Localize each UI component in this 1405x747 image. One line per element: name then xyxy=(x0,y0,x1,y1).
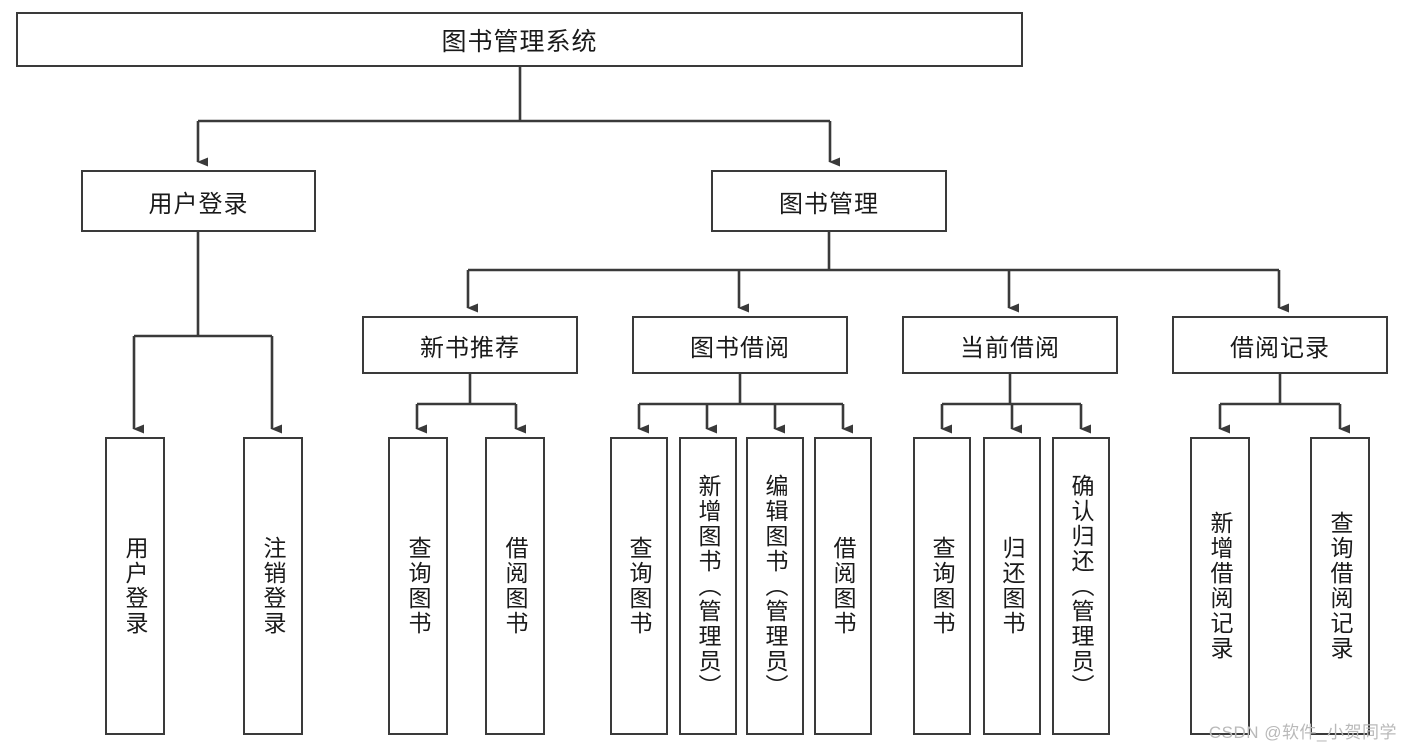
leaf-add-borrow-record[interactable]: 新增借阅记录 xyxy=(1190,437,1250,735)
node-label: 借阅记录 xyxy=(1230,334,1330,362)
node-label: 新增图书（管理员） xyxy=(695,473,722,699)
node-label: 编辑图书（管理员） xyxy=(762,473,789,699)
node-label: 注销登录 xyxy=(260,536,287,636)
leaf-query-book-current[interactable]: 查询图书 xyxy=(913,437,971,735)
node-label: 查询图书 xyxy=(929,536,956,636)
node-label: 新增借阅记录 xyxy=(1207,511,1234,661)
node-label: 图书借阅 xyxy=(690,334,790,362)
node-label: 图书管理 xyxy=(779,190,879,218)
leaf-logout[interactable]: 注销登录 xyxy=(243,437,303,735)
leaf-query-borrow-record[interactable]: 查询借阅记录 xyxy=(1310,437,1370,735)
node-current-borrow[interactable]: 当前借阅 xyxy=(902,316,1118,374)
leaf-confirm-return-admin[interactable]: 确认归还（管理员） xyxy=(1052,437,1110,735)
leaf-query-book-recommend[interactable]: 查询图书 xyxy=(388,437,448,735)
watermark: CSDN @软件_小贺同学 xyxy=(1208,723,1397,742)
leaf-borrow-book-recommend[interactable]: 借阅图书 xyxy=(485,437,545,735)
node-root-system[interactable]: 图书管理系统 xyxy=(16,12,1023,67)
node-book-borrow[interactable]: 图书借阅 xyxy=(632,316,848,374)
node-label: 当前借阅 xyxy=(960,334,1060,362)
node-label: 借阅图书 xyxy=(830,536,857,636)
node-label: 归还图书 xyxy=(999,536,1026,636)
node-borrow-record[interactable]: 借阅记录 xyxy=(1172,316,1388,374)
leaf-query-book-borrow[interactable]: 查询图书 xyxy=(610,437,668,735)
node-book-management[interactable]: 图书管理 xyxy=(711,170,947,232)
leaf-edit-book-admin[interactable]: 编辑图书（管理员） xyxy=(746,437,804,735)
node-label: 确认归还（管理员） xyxy=(1068,473,1095,699)
node-label: 用户登录 xyxy=(122,536,149,636)
node-label: 图书管理系统 xyxy=(441,27,598,56)
leaf-return-book[interactable]: 归还图书 xyxy=(983,437,1041,735)
node-label: 用户登录 xyxy=(148,190,249,218)
node-label: 新书推荐 xyxy=(420,334,520,362)
node-new-book-recommend[interactable]: 新书推荐 xyxy=(362,316,578,374)
node-label: 查询借阅记录 xyxy=(1327,511,1354,661)
node-label: 借阅图书 xyxy=(502,536,529,636)
node-user-login[interactable]: 用户登录 xyxy=(81,170,316,232)
leaf-add-book-admin[interactable]: 新增图书（管理员） xyxy=(679,437,737,735)
node-label: 查询图书 xyxy=(405,536,432,636)
leaf-borrow-book[interactable]: 借阅图书 xyxy=(814,437,872,735)
leaf-user-login[interactable]: 用户登录 xyxy=(105,437,165,735)
node-label: 查询图书 xyxy=(626,536,653,636)
